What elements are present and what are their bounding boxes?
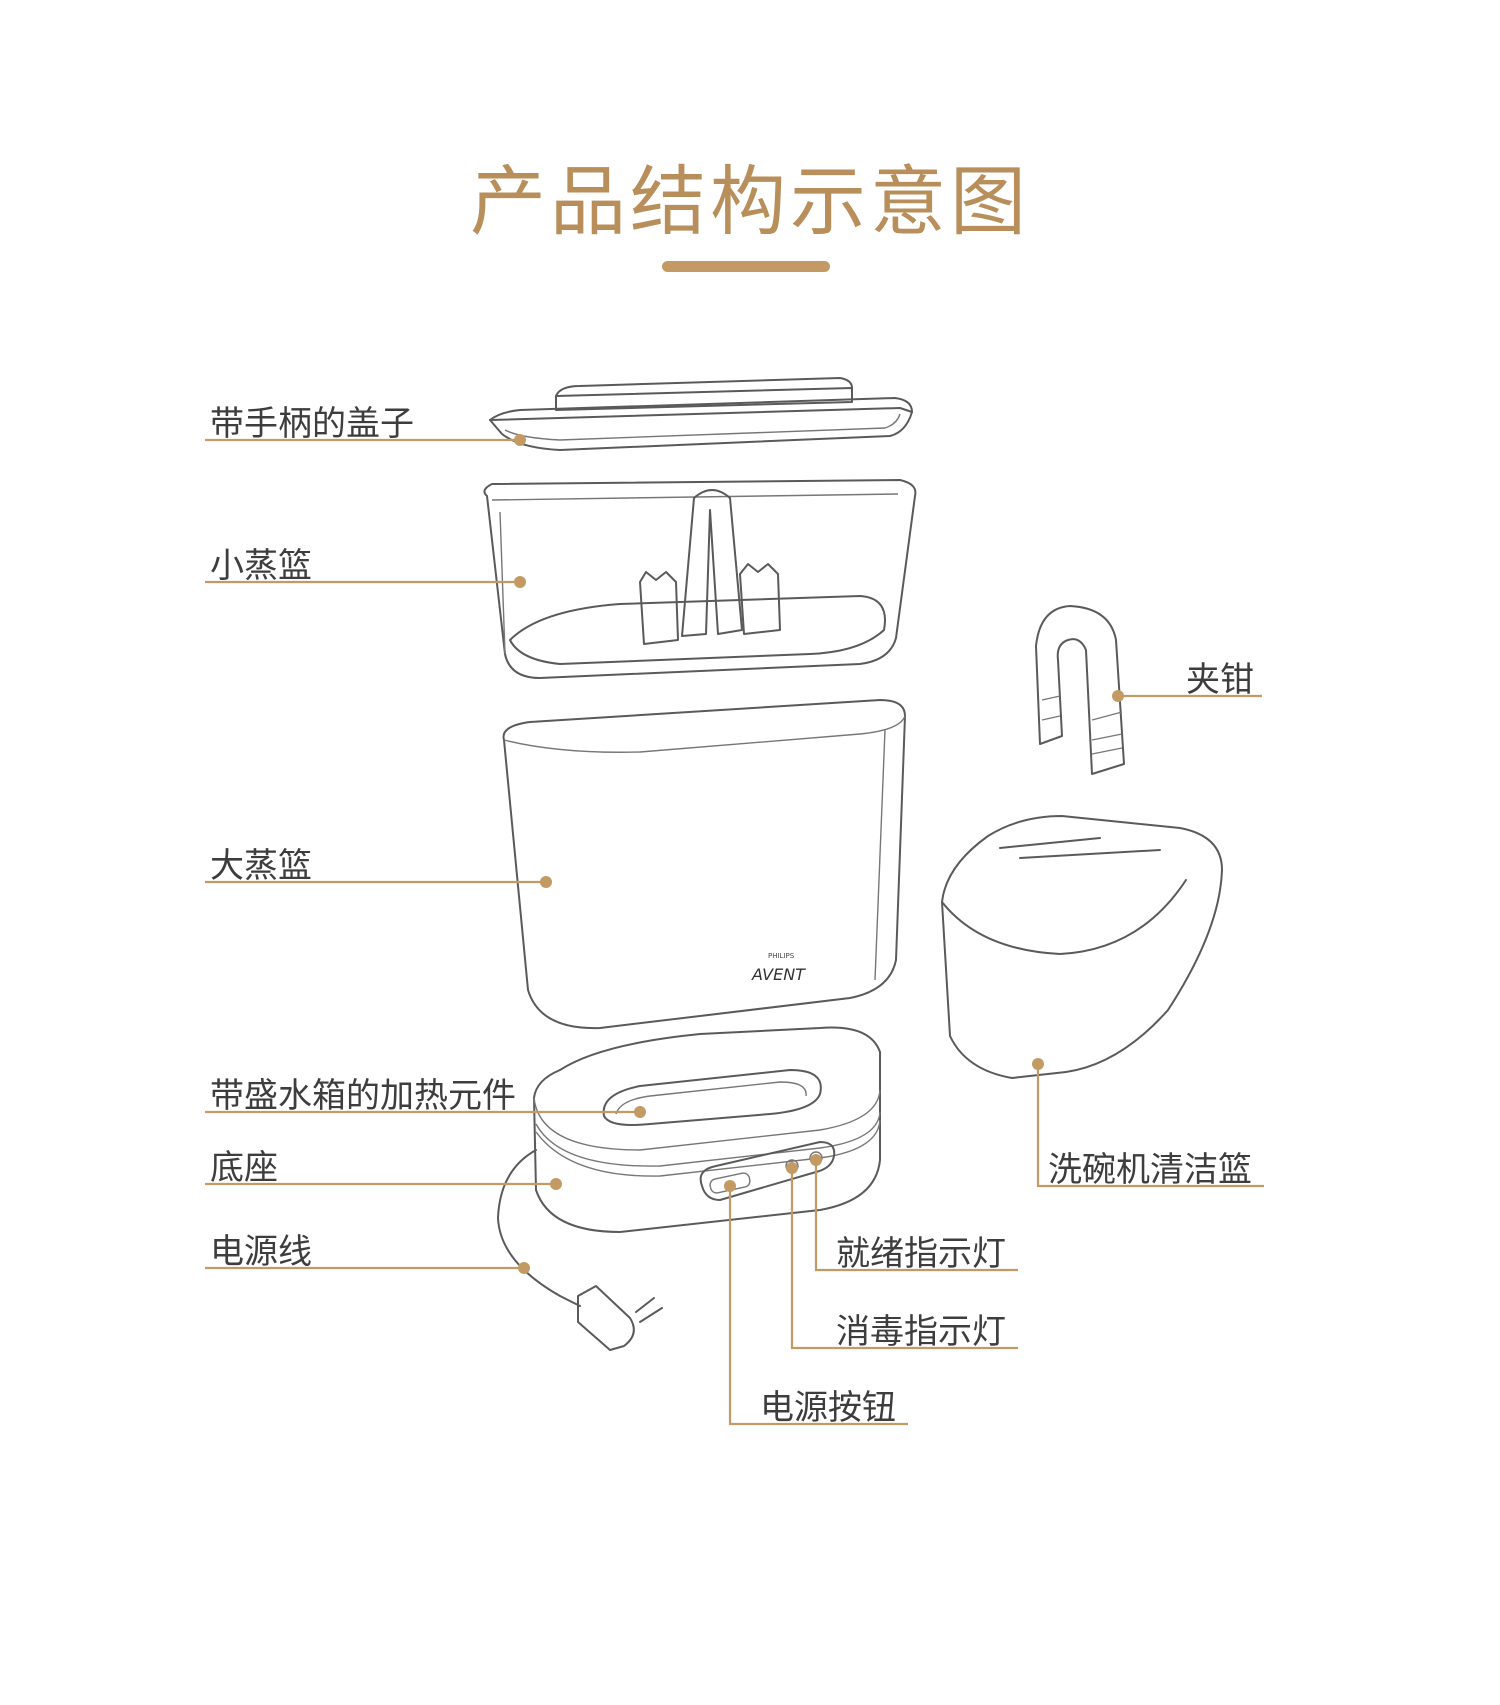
label-sterilize-light: 消毒指示灯 xyxy=(836,1312,1006,1352)
label-small-basket: 小蒸篮 xyxy=(210,546,312,586)
label-heating-element: 带盛水箱的加热元件 xyxy=(210,1076,516,1116)
label-lid: 带手柄的盖子 xyxy=(210,404,414,444)
clip-drawing xyxy=(1035,605,1125,775)
lid-drawing xyxy=(489,377,913,451)
title-underline xyxy=(662,261,830,272)
brand-logo: AVENT xyxy=(751,965,806,984)
brand-top: PHILIPS xyxy=(768,952,795,960)
label-large-basket: 大蒸篮 xyxy=(210,846,312,886)
label-power-cord: 电源线 xyxy=(210,1232,312,1272)
label-clip: 夹钳 xyxy=(1186,660,1254,700)
label-power-button: 电源按钮 xyxy=(760,1388,896,1428)
large-basket-drawing: PHILIPS AVENT xyxy=(502,699,906,1030)
leader-lines xyxy=(205,434,1264,1426)
small-basket-drawing xyxy=(483,479,917,679)
page-title: 产品结构示意图 xyxy=(470,157,1030,246)
power-cord-drawing xyxy=(497,1149,663,1351)
base-drawing xyxy=(533,1026,881,1233)
dishwasher-basket-drawing xyxy=(941,815,1223,1079)
label-base: 底座 xyxy=(210,1148,278,1188)
label-dishwasher-basket: 洗碗机清洁篮 xyxy=(1048,1150,1252,1190)
label-ready-light: 就绪指示灯 xyxy=(836,1234,1006,1274)
